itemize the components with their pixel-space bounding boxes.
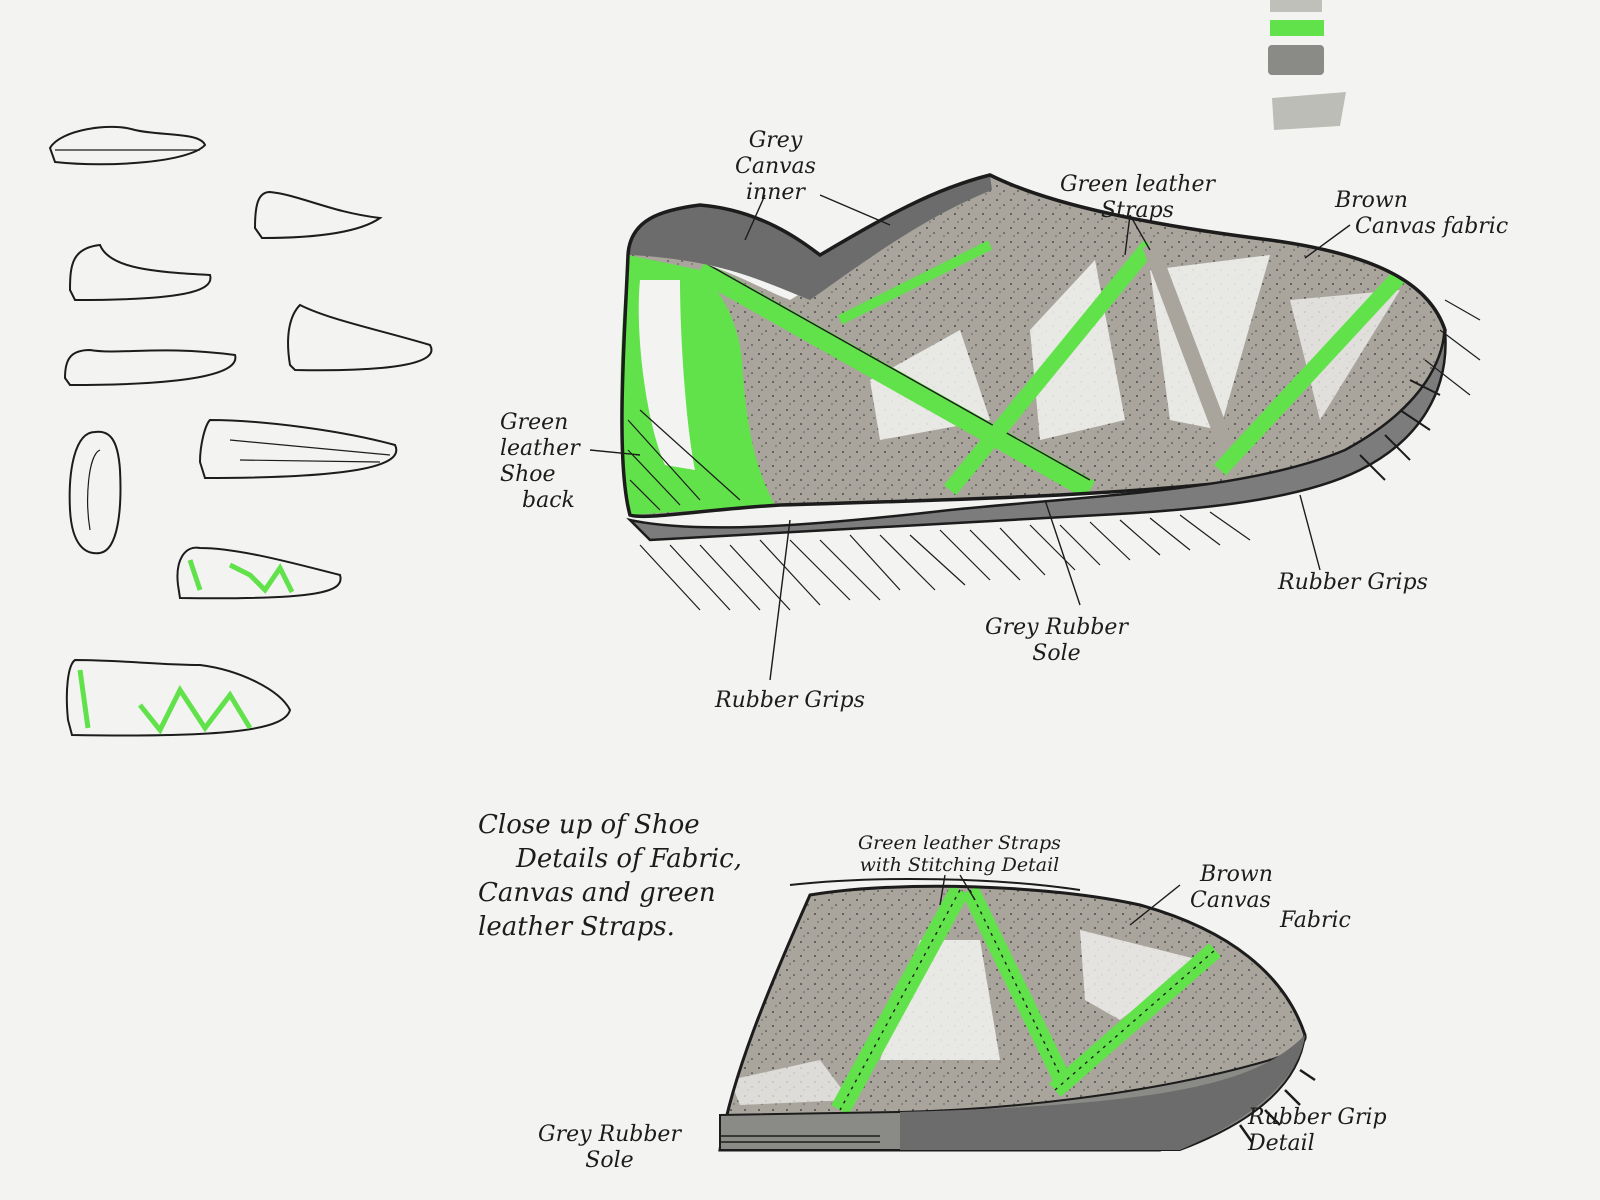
main-shoe-drawing: [620, 173, 1447, 542]
label-green-leather-shoe-back: Green leather Shoe back: [500, 410, 580, 513]
label-rubber-grips-right: Rubber Grips: [1278, 570, 1428, 595]
closeup-shoe-drawing: [718, 877, 1316, 1152]
label-closeup-brown-canvas-fabric: Brown Canvas Fabric: [1190, 862, 1351, 933]
label-green-leather-straps: Green leather Straps: [1060, 172, 1216, 223]
closeup-leader-lines: [720, 874, 1181, 1143]
label-grey-rubber-sole: Grey Rubber Sole: [985, 615, 1128, 666]
label-closeup-grey-rubber-sole: Grey Rubber Sole: [538, 1122, 681, 1173]
label-rubber-grip-detail: Rubber Grip Detail: [1248, 1105, 1387, 1156]
thumbnail-sketches: [48, 125, 433, 737]
color-swatches: [1268, 0, 1346, 130]
label-grey-canvas-inner: Grey Canvas inner: [735, 128, 816, 205]
label-rubber-grips-bottom: Rubber Grips: [715, 688, 865, 713]
closeup-title: Close up of Shoe Details of Fabric, Canv…: [478, 810, 742, 942]
label-straps-stitching-detail: Green leather Straps with Stitching Deta…: [858, 832, 1061, 876]
main-shoe-leader-lines: [589, 194, 1351, 681]
thumbnail-green-accents: [77, 559, 295, 735]
main-shoe-ground-hatching: [639, 299, 1481, 611]
label-brown-canvas-fabric: Brown Canvas fabric: [1335, 188, 1509, 239]
